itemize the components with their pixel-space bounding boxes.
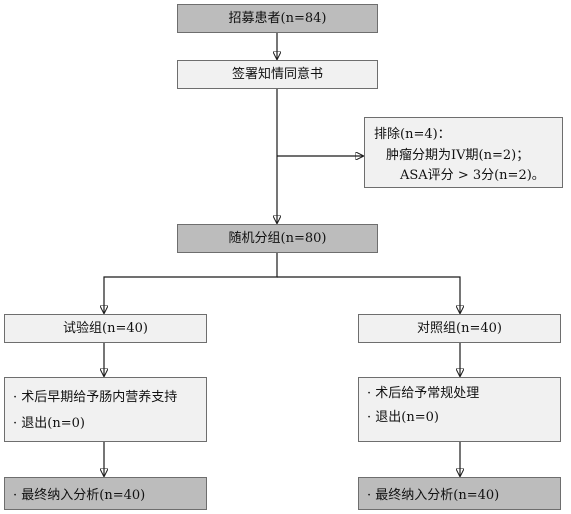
trial-final-label: · 最终纳入分析(n=40) bbox=[13, 488, 146, 503]
control-group-box: 对照组(n=40) bbox=[358, 314, 561, 343]
exclusion-reason-asa: ASA评分 > 3分(n=2)。 bbox=[400, 168, 545, 183]
exclusion-box: 排除(n=4)： 肿瘤分期为IV期(n=2)； ASA评分 > 3分(n=2)。 bbox=[364, 117, 563, 188]
trial-intervention-item: · 术后早期给予肠内营养支持 bbox=[13, 390, 178, 405]
control-final-label: · 最终纳入分析(n=40) bbox=[367, 488, 500, 503]
trial-final-box: · 最终纳入分析(n=40) bbox=[4, 477, 207, 510]
control-group-label: 对照组(n=40) bbox=[417, 321, 502, 336]
control-details-box: · 术后给予常规处理 · 退出(n=0) bbox=[358, 377, 561, 442]
consent-box: 签署知情同意书 bbox=[177, 60, 378, 89]
arrow-randomize-to-trial-group bbox=[104, 253, 278, 313]
exclusion-reason-stage: 肿瘤分期为IV期(n=2)； bbox=[386, 148, 530, 163]
trial-withdrawal-item: · 退出(n=0) bbox=[13, 416, 85, 431]
control-intervention-item: · 术后给予常规处理 bbox=[367, 386, 480, 401]
exclusion-title: 排除(n=4)： bbox=[374, 127, 451, 142]
control-final-box: · 最终纳入分析(n=40) bbox=[358, 477, 561, 510]
trial-details-box: · 术后早期给予肠内营养支持 · 退出(n=0) bbox=[4, 377, 207, 442]
recruit-label: 招募患者(n=84) bbox=[228, 11, 327, 26]
arrow-randomize-to-control-group bbox=[277, 276, 460, 313]
consent-label: 签署知情同意书 bbox=[231, 67, 323, 82]
randomize-box: 随机分组(n=80) bbox=[177, 224, 378, 253]
control-withdrawal-item: · 退出(n=0) bbox=[367, 410, 439, 425]
randomize-label: 随机分组(n=80) bbox=[228, 231, 327, 246]
trial-group-label: 试验组(n=40) bbox=[63, 321, 148, 336]
trial-group-box: 试验组(n=40) bbox=[4, 314, 207, 343]
recruit-box: 招募患者(n=84) bbox=[177, 4, 378, 33]
